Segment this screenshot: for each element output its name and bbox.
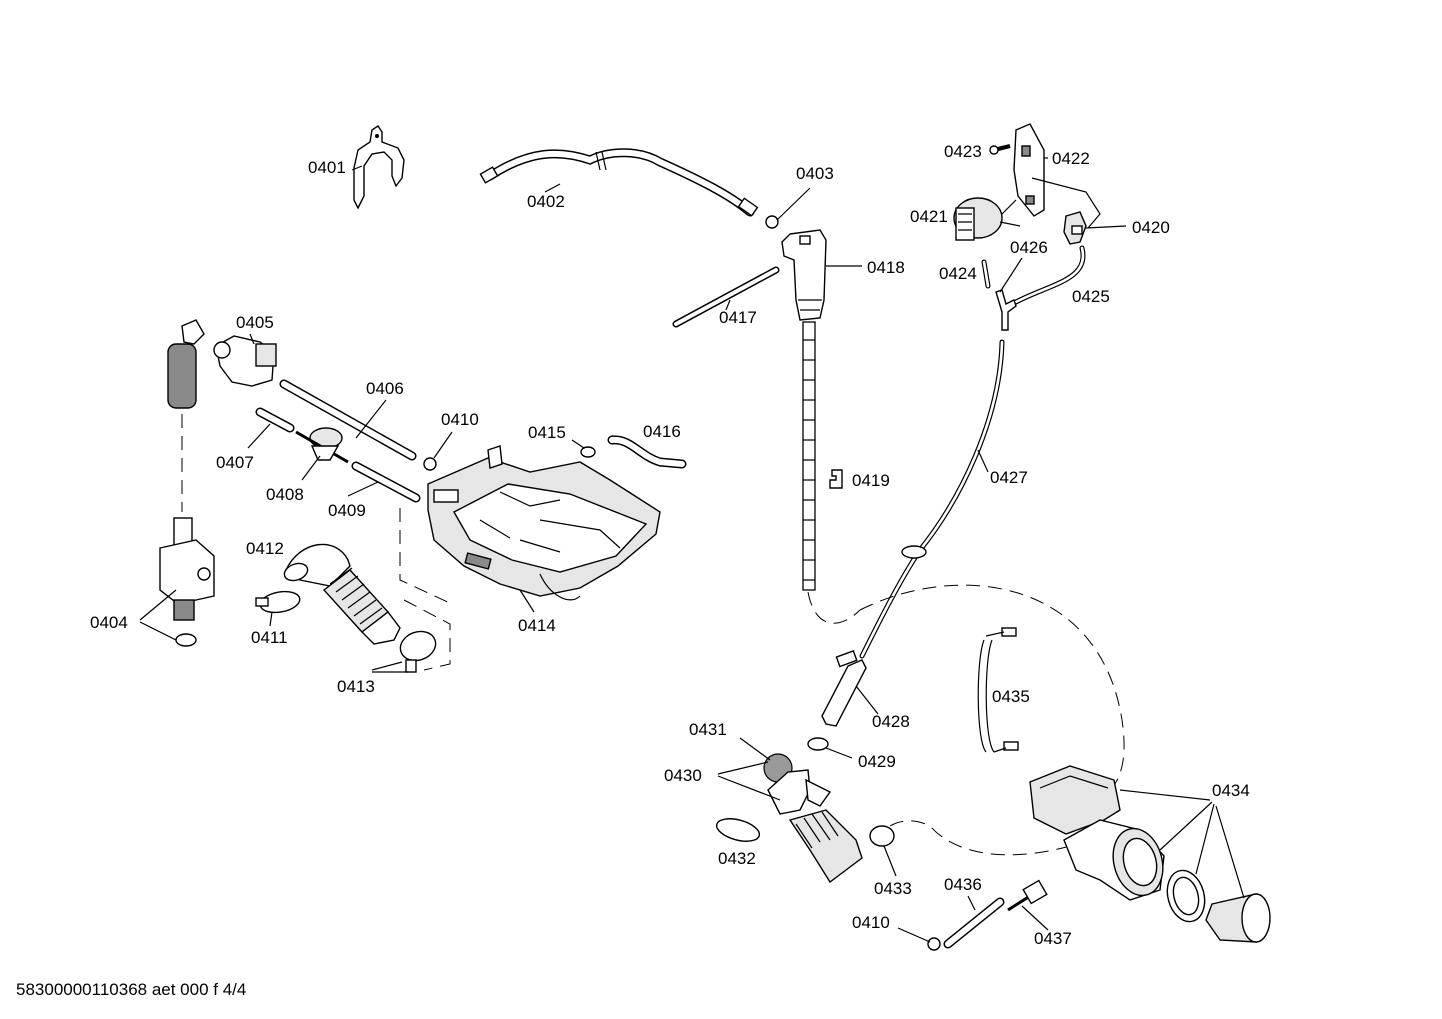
part-0421-pressure-switch[interactable]: [953, 197, 1003, 241]
part-0408-connector[interactable]: [295, 427, 349, 464]
label-0427: 0427: [990, 468, 1028, 487]
part-0415-clip[interactable]: [580, 446, 596, 458]
part-0410-clip-bottom[interactable]: [927, 937, 941, 951]
label-0418: 0418: [867, 258, 905, 277]
label-0420: 0420: [1132, 218, 1170, 237]
part-0414-dispenser-housing[interactable]: [427, 445, 661, 601]
label-0422: 0422: [1052, 149, 1090, 168]
part-0417-rod[interactable]: [672, 266, 780, 328]
label-0412: 0412: [246, 539, 284, 558]
label-0411: 0411: [251, 628, 288, 647]
part-0422-bracket[interactable]: [1013, 123, 1045, 217]
label-0424: 0424: [939, 264, 977, 283]
part-0402-hose[interactable]: [479, 148, 759, 217]
part-0418-tube: [802, 321, 816, 591]
label-0410-bottom: 0410: [852, 913, 890, 932]
label-0414: 0414: [518, 616, 556, 635]
label-0403: 0403: [796, 164, 834, 183]
part-0425-hose[interactable]: [1013, 245, 1086, 305]
part-0432-clamp[interactable]: [714, 815, 762, 846]
label-0410-top: 0410: [441, 410, 479, 429]
part-0406-hose[interactable]: [279, 379, 417, 461]
label-0406: 0406: [366, 379, 404, 398]
part-0435-wire-harness[interactable]: [977, 627, 1019, 753]
part-0411-clamp[interactable]: [255, 589, 301, 616]
part-0433-clamp[interactable]: [869, 825, 895, 847]
label-0428: 0428: [872, 712, 910, 731]
label-0434: 0434: [1212, 781, 1250, 800]
label-0415: 0415: [528, 423, 566, 442]
label-0431: 0431: [689, 720, 727, 739]
part-0404-aquastop-valve[interactable]: [159, 319, 215, 647]
label-0426: 0426: [1010, 238, 1048, 257]
part-0437-pin[interactable]: [1007, 879, 1048, 912]
part-0412-bellows[interactable]: [282, 543, 401, 645]
label-0430: 0430: [664, 766, 702, 785]
part-0416-hose[interactable]: [607, 435, 687, 469]
part-0426-y-connector[interactable]: [995, 289, 1017, 331]
part-0427-hose[interactable]: [859, 339, 1005, 659]
part-0420-connector[interactable]: [1063, 211, 1087, 245]
label-0419: 0419: [852, 471, 890, 490]
part-0413-clamp[interactable]: [396, 627, 439, 673]
label-0407: 0407: [216, 453, 254, 472]
part-0409-hose[interactable]: [351, 461, 421, 503]
label-0401: 0401: [308, 158, 346, 177]
part-0405-valve[interactable]: [213, 335, 277, 387]
part-0418-air-chamber[interactable]: [781, 229, 827, 321]
part-0428-chamber[interactable]: [821, 650, 867, 727]
label-0436: 0436: [944, 875, 982, 894]
label-0409: 0409: [328, 501, 366, 520]
part-0423-screw[interactable]: [989, 144, 1011, 155]
label-0425: 0425: [1072, 287, 1110, 306]
part-0419-clip[interactable]: [829, 469, 843, 489]
part-0429-clamp[interactable]: [807, 737, 829, 751]
part-0403-clip[interactable]: [765, 215, 779, 229]
part-0410-clip-top[interactable]: [423, 457, 437, 471]
label-0416: 0416: [643, 422, 681, 441]
label-0432: 0432: [718, 849, 756, 868]
label-0433: 0433: [874, 879, 912, 898]
part-0401-hose-bracket[interactable]: [353, 125, 405, 210]
label-0405: 0405: [236, 313, 274, 332]
part-0430-drain-hose[interactable]: [767, 769, 863, 884]
label-0435: 0435: [992, 687, 1030, 706]
label-0437: 0437: [1034, 929, 1072, 948]
label-0408: 0408: [266, 485, 304, 504]
part-0434-drain-pump[interactable]: [1029, 765, 1271, 943]
label-0404: 0404: [90, 613, 128, 632]
part-0407-hose[interactable]: [255, 407, 295, 433]
label-0402: 0402: [527, 192, 565, 211]
label-0421: 0421: [910, 207, 948, 226]
label-0417: 0417: [719, 308, 757, 327]
part-0436-rod[interactable]: [943, 897, 1005, 949]
label-0413: 0413: [337, 677, 375, 696]
drawing-number: 58300000110368 aet 000 f 4/4: [16, 980, 247, 999]
label-0423: 0423: [944, 142, 982, 161]
label-0429: 0429: [858, 752, 896, 771]
part-0424-hose[interactable]: [981, 259, 991, 289]
